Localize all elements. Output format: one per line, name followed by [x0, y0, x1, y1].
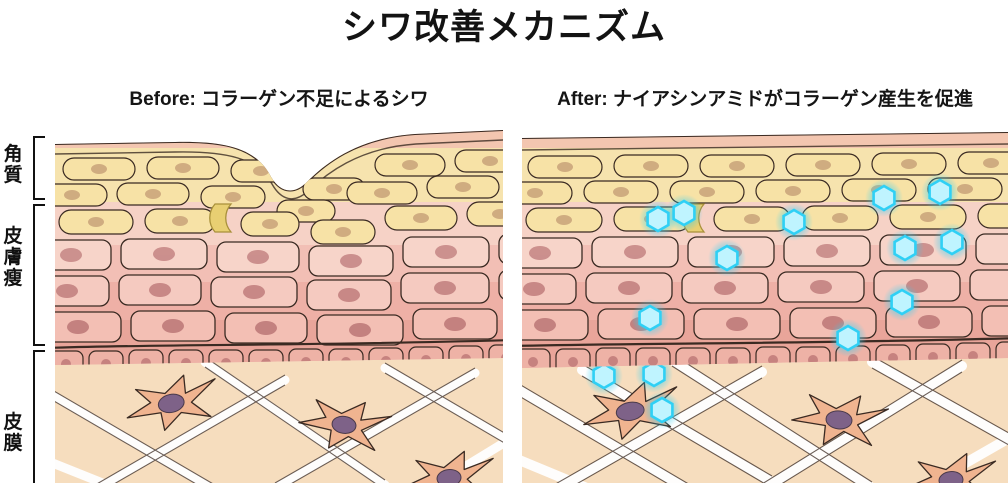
layer-label-column: 角 質 皮 膚 瘦 皮 膜: [0, 130, 52, 483]
bracket-stratum-corneum: [33, 136, 45, 200]
collagen-fiber-network-before: [55, 358, 503, 483]
niacinamide-molecule: [665, 194, 703, 232]
layer-label-char: 皮: [3, 412, 23, 433]
skin-diagram-before: [55, 130, 503, 483]
layer-label-char: 膜: [3, 433, 23, 454]
layer-label-char: 質: [3, 165, 23, 186]
layer-label-stratum-corneum: 角 質: [0, 144, 26, 186]
bracket-membrane: [33, 350, 45, 483]
skin-cross-section-before: [55, 130, 503, 483]
dermis-layer-before: [55, 358, 503, 483]
corneum-nuclei-before: [64, 156, 503, 237]
page-title: シワ改善メカニズム: [341, 8, 666, 47]
bracket-dermis: [33, 204, 45, 346]
skin-diagram-after: [522, 130, 1008, 483]
niacinamide-molecule: [775, 203, 813, 241]
epidermis-before: [55, 130, 503, 365]
niacinamide-molecule: [865, 179, 903, 217]
desmosome-connector-before: [209, 203, 233, 233]
niacinamide-molecule: [886, 229, 924, 267]
niacinamide-molecule: [921, 173, 959, 211]
layer-label-char: 角: [3, 144, 23, 165]
niacinamide-molecule: [933, 223, 971, 261]
fibroblast-before: [126, 374, 494, 483]
layer-label-membrane: 皮 膜: [0, 412, 26, 454]
fibroblast-after: [583, 381, 997, 483]
skin-cross-section-after: [522, 132, 1008, 483]
niacinamide-molecule: [829, 319, 867, 357]
epidermis-after: [522, 132, 1008, 368]
layer-label-char: 皮: [3, 226, 23, 247]
niacinamide-molecule-group-epidermis: [631, 173, 971, 357]
niacinamide-molecule: [631, 299, 669, 337]
niacinamide-molecule: [708, 239, 746, 277]
layer-label-char: 瘦: [3, 268, 23, 289]
panel-caption-after: After: ナイアシンアミドがコラーゲン産生を促進: [557, 89, 973, 110]
panel-caption-before: Before: コラーゲン不足によるシワ: [129, 89, 429, 110]
layer-label-char: 膚: [3, 247, 23, 268]
layer-label-dermis: 皮 膚 瘦: [0, 226, 26, 289]
dermis-layer-after: [522, 358, 1008, 483]
niacinamide-molecule: [883, 283, 921, 321]
epidermis-cells-row2-after: [522, 269, 1008, 305]
